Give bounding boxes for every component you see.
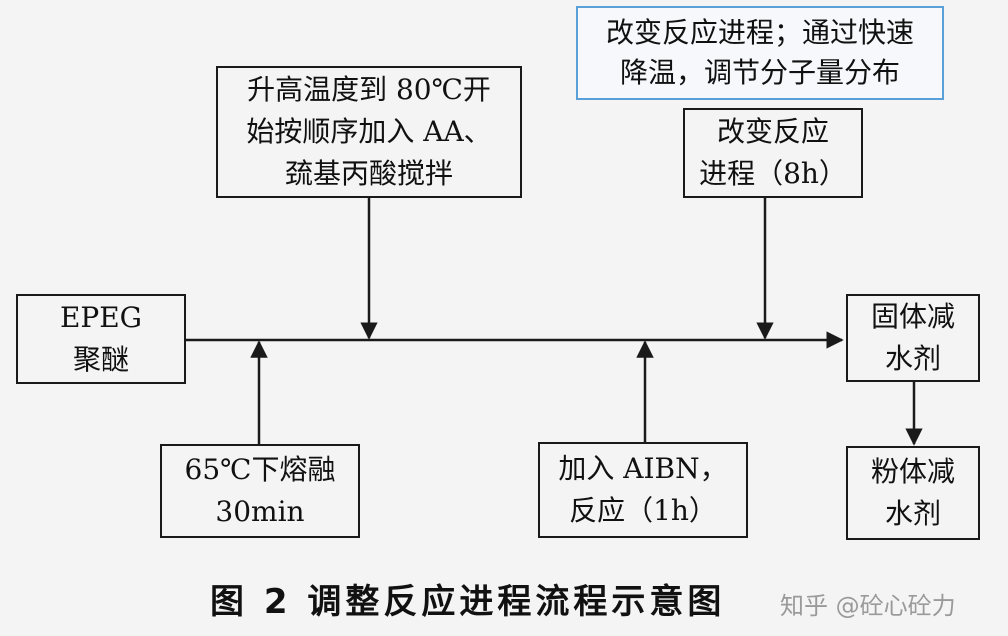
epeg-box: EPEG 聚醚 bbox=[16, 294, 186, 384]
process-note: 改变反应进程；通过快速 降温，调节分子量分布 bbox=[576, 6, 944, 100]
aibn-step-box: 加入 AIBN， 反应（1h） bbox=[538, 442, 748, 538]
powder-reducer-box: 粉体减 水剂 bbox=[846, 446, 980, 540]
heat-step-box: 升高温度到 80℃开 始按顺序加入 AA、 巯基丙酸搅拌 bbox=[216, 66, 522, 198]
melt-step-box: 65℃下熔融 30min bbox=[160, 444, 360, 538]
figure-caption: 图 2 调整反应进程流程示意图 bbox=[210, 582, 726, 622]
solid-reducer-box: 固体减 水剂 bbox=[846, 294, 980, 382]
change-process-box: 改变反应 进程（8h） bbox=[683, 108, 863, 198]
watermark: 知乎 @砼心砼力 bbox=[780, 592, 956, 620]
